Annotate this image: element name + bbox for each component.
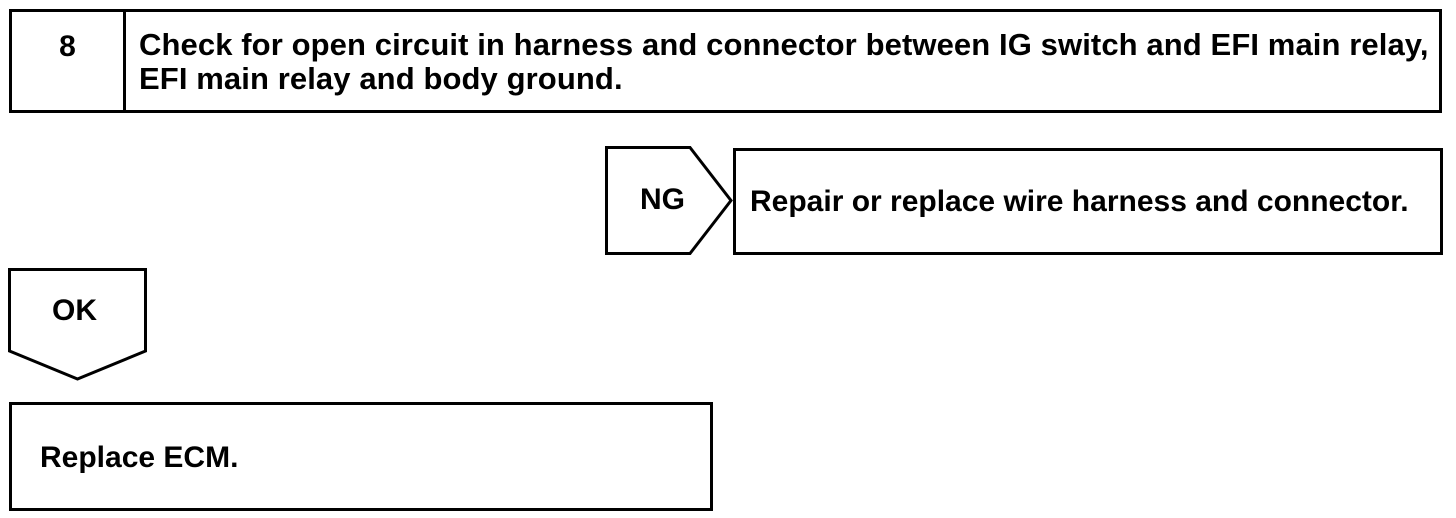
final-step-text: Replace ECM. — [40, 441, 239, 474]
final-step-box: Replace ECM. — [9, 402, 713, 511]
ng-result-text: Repair or replace wire harness and conne… — [750, 185, 1409, 218]
ok-arrow-tag — [8, 268, 147, 381]
step-title: Check for open circuit in harness and co… — [139, 27, 1429, 96]
ng-result-box: Repair or replace wire harness and conne… — [733, 148, 1443, 255]
step-number-cell: 8 — [12, 12, 126, 110]
step-number: 8 — [59, 30, 76, 63]
ng-tag-label: NG — [640, 183, 685, 216]
ok-arrow-shape — [8, 268, 147, 381]
ng-arrow-shape — [605, 146, 733, 255]
step-box: 8 Check for open circuit in harness and … — [9, 9, 1442, 113]
ok-tag-label: OK — [52, 294, 97, 327]
ng-arrow-tag — [605, 146, 733, 255]
